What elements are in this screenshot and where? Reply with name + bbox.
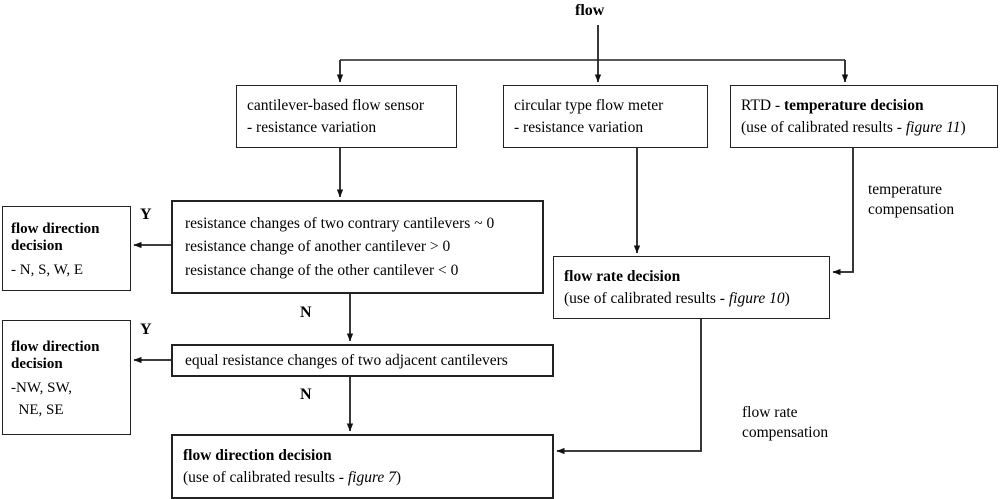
edge-label-flow-rate-compensation: flow rate compensation [742,404,829,442]
edge-label-yes-1: Y [140,206,152,223]
frd-results-prefix: (use of calibrated results - [564,289,729,307]
node-line: -NW, SW, [11,379,72,396]
edge-label-temperature-compensation: temperature compensation [868,181,955,219]
frd-figure-ref: figure 10 [728,289,785,307]
frd-results-suffix: ) [784,289,790,307]
diagram-title: flow [575,2,605,19]
node-line: RTD - temperature decision [731,95,997,117]
node-line: (use of calibrated results - figure 10) [554,288,829,310]
node-line: NE, SE [11,401,64,418]
rtd-figure-ref: figure 11 [905,118,961,136]
node-line: decision [11,355,63,372]
node-line: flow direction [11,338,100,355]
fdd-figure-ref: figure 7 [347,468,396,486]
node-line: decision [11,237,63,254]
node-line: - resistance variation [247,118,377,136]
rtd-results-suffix: ) [960,118,966,136]
edge-label-yes-2: Y [140,321,152,338]
node-line: resistance change of the other cantileve… [185,261,459,279]
node-line: - N, S, W, E [11,261,84,278]
node-line: equal resistance changes of two adjacent… [185,351,508,369]
node-flow-rate-decision[interactable]: flow rate decision (use of calibrated re… [553,256,830,319]
node-line: - resistance variation [514,118,644,136]
node-flow-direction-decision-diagonal[interactable]: flow direction decision -NW, SW, NE, SE [2,320,131,435]
fdd-results-prefix: (use of calibrated results - [183,468,348,486]
edge-label-no-2: N [300,386,312,403]
node-flow-direction-decision-cardinal[interactable]: flow direction decision - N, S, W, E [2,206,131,291]
node-line: flow direction decision [183,447,332,464]
node-rtd-temperature-decision[interactable]: RTD - temperature decision (use of calib… [730,85,998,148]
node-line: circular type flow meter [514,97,664,114]
node-line: (use of calibrated results - figure 11) [731,117,997,139]
node-line: cantilever-based flow sensor [247,97,425,114]
node-line: resistance change of another cantilever … [185,238,451,256]
node-cantilever-based-flow-sensor[interactable]: cantilever-based flow sensor - resistanc… [236,85,457,148]
edge-flowrate-compensation [556,319,702,455]
rtd-prefix: RTD - [741,97,784,114]
node-circular-type-flow-meter[interactable]: circular type flow meter - resistance va… [503,85,708,148]
node-flow-direction-decision-final[interactable]: flow direction decision (use of calibrat… [171,434,554,499]
node-line: (use of calibrated results - figure 7) [173,467,552,489]
rtd-results-prefix: (use of calibrated results - [741,118,906,136]
node-equal-resistance-changes[interactable]: equal resistance changes of two adjacent… [171,344,554,377]
node-line: flow direction [11,220,100,237]
edge-temperature-compensation [832,148,854,276]
rtd-emphasis: temperature decision [783,97,924,114]
edge-label-no-1: N [300,304,312,321]
node-line: resistance changes of two contrary canti… [185,214,495,232]
node-line: flow rate decision [564,268,681,285]
node-resistance-conditions[interactable]: resistance changes of two contrary canti… [171,200,544,294]
fdd-results-suffix: ) [395,468,402,486]
